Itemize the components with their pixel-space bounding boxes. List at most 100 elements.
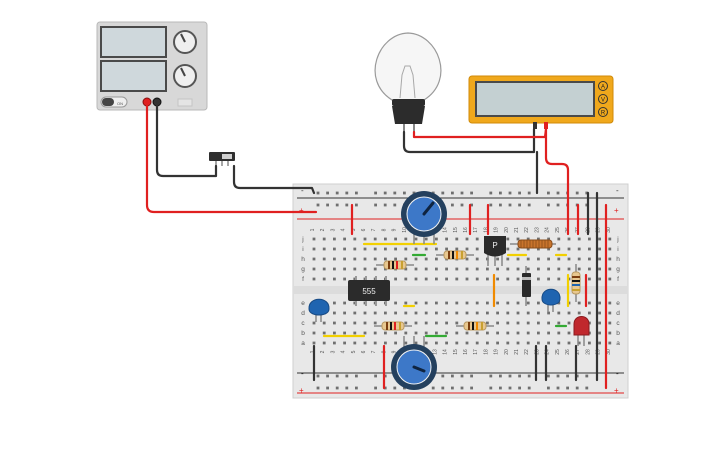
breadboard-hole[interactable]: [455, 301, 459, 305]
breadboard-hole[interactable]: [403, 191, 406, 195]
breadboard-hole[interactable]: [394, 341, 397, 345]
breadboard-hole[interactable]: [585, 191, 589, 195]
breadboard-hole[interactable]: [355, 203, 358, 207]
breadboard-hole[interactable]: [588, 301, 591, 305]
breadboard-hole[interactable]: [404, 321, 408, 325]
breadboard-hole[interactable]: [343, 321, 346, 325]
breadboard-hole[interactable]: [424, 277, 428, 281]
breadboard-hole[interactable]: [355, 386, 358, 390]
breadboard-hole[interactable]: [608, 277, 612, 281]
breadboard-hole[interactable]: [414, 311, 418, 315]
breadboard-hole[interactable]: [496, 341, 499, 345]
breadboard-hole[interactable]: [424, 267, 428, 271]
breadboard-hole[interactable]: [445, 237, 448, 241]
breadboard-hole[interactable]: [343, 277, 346, 281]
breadboard-hole[interactable]: [363, 267, 367, 271]
breadboard-hole[interactable]: [496, 331, 499, 335]
breadboard-hole[interactable]: [404, 267, 408, 271]
breadboard-hole[interactable]: [598, 267, 601, 271]
breadboard-hole[interactable]: [567, 237, 571, 241]
breadboard-hole[interactable]: [470, 374, 473, 378]
breadboard-hole[interactable]: [547, 267, 550, 271]
wire-meter-red-to-board[interactable]: [544, 127, 570, 236]
breadboard-hole[interactable]: [414, 257, 418, 261]
breadboard-hole[interactable]: [333, 247, 336, 251]
breadboard-hole[interactable]: [333, 237, 336, 241]
breadboard-hole[interactable]: [383, 386, 387, 390]
breadboard-hole[interactable]: [335, 203, 339, 207]
breadboard-hole[interactable]: [489, 374, 493, 378]
breadboard-hole[interactable]: [384, 331, 387, 335]
breadboard-hole[interactable]: [526, 257, 530, 261]
breadboard-hole[interactable]: [373, 311, 377, 315]
breadboard-hole[interactable]: [537, 301, 540, 305]
breadboard-hole[interactable]: [345, 203, 349, 207]
breadboard-hole[interactable]: [506, 341, 510, 345]
breadboard-hole[interactable]: [588, 257, 591, 261]
breadboard-hole[interactable]: [404, 247, 408, 251]
breadboard-hole[interactable]: [335, 374, 339, 378]
breadboard-hole[interactable]: [475, 331, 479, 335]
breadboard-hole[interactable]: [451, 191, 454, 195]
breadboard-hole[interactable]: [424, 321, 428, 325]
breadboard-hole[interactable]: [527, 203, 531, 207]
breadboard-hole[interactable]: [526, 321, 530, 325]
breadboard-hole[interactable]: [441, 374, 445, 378]
breadboard-hole[interactable]: [322, 237, 326, 241]
breadboard-hole[interactable]: [312, 321, 316, 325]
breadboard-hole[interactable]: [431, 386, 435, 390]
breadboard-hole[interactable]: [518, 191, 521, 195]
breadboard-hole[interactable]: [496, 257, 499, 261]
breadboard-hole[interactable]: [588, 311, 591, 315]
breadboard-hole[interactable]: [516, 341, 520, 345]
breadboard-hole[interactable]: [363, 237, 367, 241]
breadboard-hole[interactable]: [486, 277, 489, 281]
breadboard-hole[interactable]: [499, 191, 502, 195]
breadboard-hole[interactable]: [527, 191, 531, 195]
breadboard-hole[interactable]: [455, 267, 459, 271]
breadboard-hole[interactable]: [465, 267, 469, 271]
breadboard-hole[interactable]: [465, 277, 469, 281]
breadboard-hole[interactable]: [547, 257, 550, 261]
breadboard-hole[interactable]: [312, 331, 316, 335]
breadboard-hole[interactable]: [506, 311, 510, 315]
breadboard-hole[interactable]: [537, 277, 540, 281]
breadboard-hole[interactable]: [585, 386, 589, 390]
breadboard-hole[interactable]: [567, 267, 571, 271]
breadboard-hole[interactable]: [455, 247, 459, 251]
breadboard-hole[interactable]: [526, 301, 530, 305]
breadboard-hole[interactable]: [394, 237, 397, 241]
breadboard-hole[interactable]: [598, 277, 601, 281]
breadboard-hole[interactable]: [326, 374, 329, 378]
breadboard-hole[interactable]: [353, 267, 357, 271]
breadboard-hole[interactable]: [326, 191, 329, 195]
breadboard-hole[interactable]: [333, 257, 336, 261]
breadboard-hole[interactable]: [475, 311, 479, 315]
breadboard-hole[interactable]: [435, 321, 438, 325]
breadboard-hole[interactable]: [489, 386, 493, 390]
breadboard-hole[interactable]: [557, 331, 561, 335]
breadboard-hole[interactable]: [451, 386, 454, 390]
breadboard-hole[interactable]: [316, 374, 320, 378]
breadboard-hole[interactable]: [608, 247, 612, 251]
breadboard-hole[interactable]: [333, 267, 336, 271]
breadboard-hole[interactable]: [394, 331, 397, 335]
breadboard-hole[interactable]: [343, 331, 346, 335]
breadboard-hole[interactable]: [588, 267, 591, 271]
breadboard-hole[interactable]: [608, 301, 612, 305]
breadboard-hole[interactable]: [333, 311, 336, 315]
breadboard-hole[interactable]: [516, 237, 520, 241]
timer-ic-555[interactable]: 555: [348, 276, 390, 306]
wires[interactable]: [145, 104, 608, 390]
breadboard-hole[interactable]: [506, 321, 510, 325]
breadboard-hole[interactable]: [516, 301, 520, 305]
breadboard-hole[interactable]: [506, 277, 510, 281]
breadboard-hole[interactable]: [374, 374, 377, 378]
potentiometer-bottom[interactable]: [391, 336, 437, 390]
breadboard-hole[interactable]: [333, 331, 336, 335]
breadboard-hole[interactable]: [496, 267, 499, 271]
breadboard-hole[interactable]: [374, 203, 377, 207]
breadboard-hole[interactable]: [526, 267, 530, 271]
breadboard-hole[interactable]: [598, 301, 601, 305]
breadboard-hole[interactable]: [424, 247, 428, 251]
